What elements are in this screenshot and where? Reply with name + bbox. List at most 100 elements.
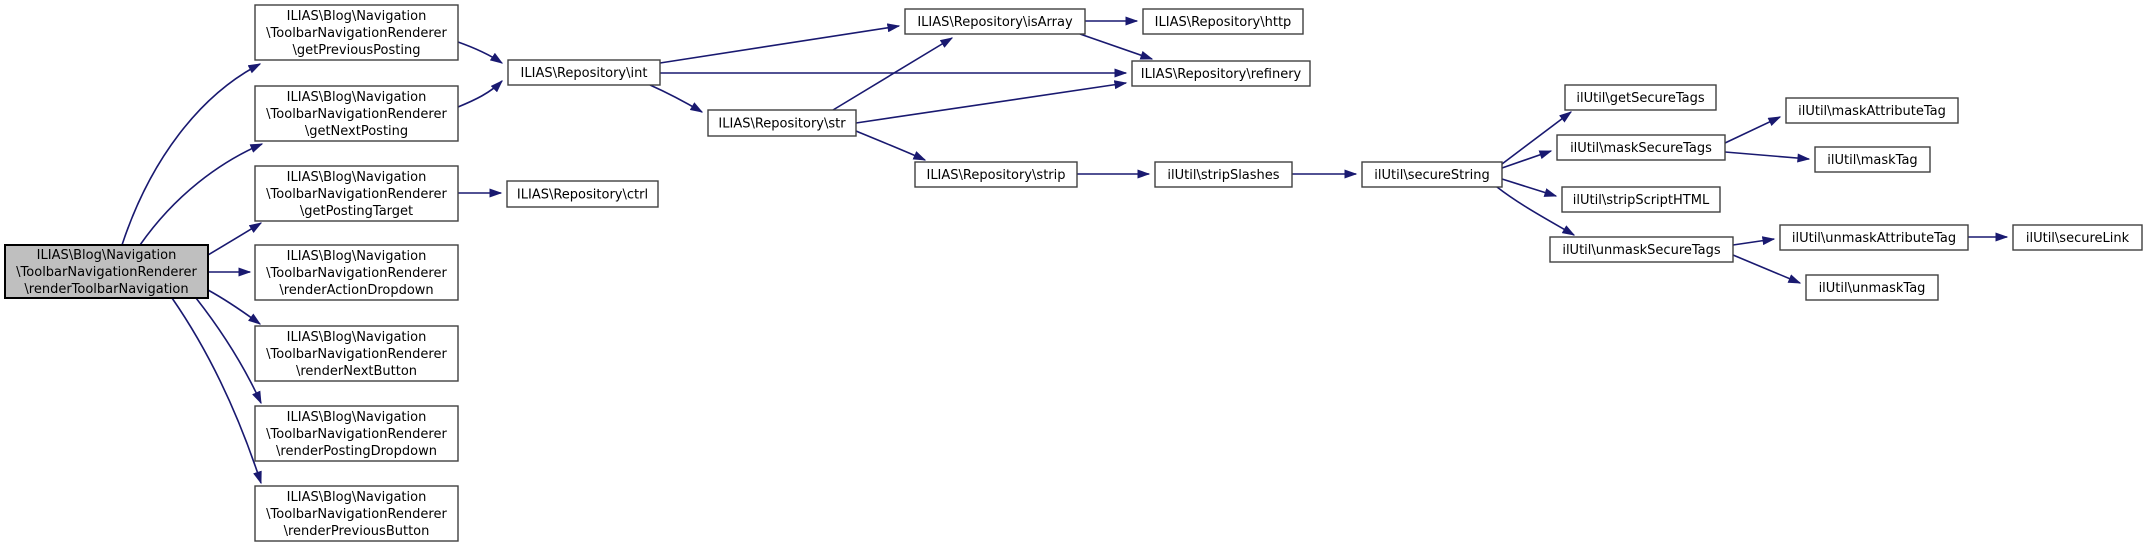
graph-node-repository-int[interactable]: ILIAS\Repository\int (507, 59, 661, 86)
graph-edge-render-toolbar-navigation-to-render-next-button (207, 289, 262, 325)
graph-node-ilutil-mask-tag[interactable]: ilUtil\maskTag (1814, 146, 1931, 173)
graph-edge-ilutil-unmask-secure-tags-to-ilutil-unmask-attribute-tag (1732, 236, 1776, 246)
graph-node-box-ilutil-mask-secure-tags[interactable] (1556, 134, 1726, 161)
graph-node-label-render-previous-button[interactable]: ILIAS\Blog\Navigation\ToolbarNavigationR… (266, 490, 447, 539)
graph-node-label-repository-str[interactable]: ILIAS\Repository\str (718, 117, 846, 132)
graph-node-repository-ctrl[interactable]: ILIAS\Repository\ctrl (506, 180, 659, 208)
graph-node-get-next-posting[interactable]: ILIAS\Blog\Navigation\ToolbarNavigationR… (254, 85, 459, 142)
graph-node-ilutil-unmask-tag[interactable]: ilUtil\unmaskTag (1805, 274, 1939, 301)
graph-node-box-repository-is-array[interactable] (904, 8, 1086, 35)
graph-node-box-get-previous-posting[interactable] (254, 4, 459, 61)
graph-edge-repository-str-to-repository-is-array (832, 37, 954, 111)
graph-node-render-action-dropdown[interactable]: ILIAS\Blog\Navigation\ToolbarNavigationR… (254, 244, 459, 301)
graph-node-ilutil-strip-slashes[interactable]: ilUtil\stripSlashes (1154, 161, 1293, 188)
graph-edge-get-next-posting-to-repository-int (457, 80, 503, 108)
graph-node-label-render-action-dropdown[interactable]: ILIAS\Blog\Navigation\ToolbarNavigationR… (266, 249, 447, 298)
graph-node-render-previous-button[interactable]: ILIAS\Blog\Navigation\ToolbarNavigationR… (254, 485, 459, 542)
graph-edge-render-toolbar-navigation-to-get-posting-target (207, 222, 263, 256)
graph-node-box-ilutil-mask-tag[interactable] (1814, 146, 1931, 173)
graph-node-label-repository-ctrl[interactable]: ILIAS\Repository\ctrl (517, 188, 648, 203)
graph-node-ilutil-unmask-attribute-tag[interactable]: ilUtil\unmaskAttributeTag (1779, 224, 1969, 251)
graph-node-box-render-next-button[interactable] (254, 325, 459, 382)
graph-node-box-repository-int[interactable] (507, 59, 661, 86)
graph-node-box-ilutil-strip-slashes[interactable] (1154, 161, 1293, 188)
graph-node-label-render-toolbar-navigation: ILIAS\Blog\Navigation\ToolbarNavigationR… (16, 248, 197, 297)
graph-node-box-ilutil-strip-script-html[interactable] (1561, 186, 1721, 213)
graph-node-label-ilutil-secure-link[interactable]: ilUtil\secureLink (2026, 231, 2130, 246)
graph-node-ilutil-strip-script-html[interactable]: ilUtil\stripScriptHTML (1561, 186, 1721, 213)
graph-node-box-render-action-dropdown[interactable] (254, 244, 459, 301)
graph-node-label-ilutil-mask-tag[interactable]: ilUtil\maskTag (1827, 153, 1917, 168)
graph-edge-repository-str-to-repository-refinery (855, 80, 1128, 124)
graph-node-label-repository-refinery[interactable]: ILIAS\Repository\refinery (1141, 67, 1302, 82)
graph-node-label-ilutil-strip-script-html[interactable]: ilUtil\stripScriptHTML (1573, 193, 1710, 208)
graph-node-ilutil-mask-attribute-tag[interactable]: ilUtil\maskAttributeTag (1785, 97, 1959, 124)
graph-node-box-ilutil-secure-link[interactable] (2012, 224, 2143, 251)
graph-node-label-ilutil-secure-string[interactable]: ilUtil\secureString (1374, 168, 1489, 183)
graph-edge-repository-is-array-to-repository-refinery (1079, 33, 1154, 60)
graph-node-box-render-toolbar-navigation (4, 244, 209, 299)
graph-node-ilutil-secure-string[interactable]: ilUtil\secureString (1361, 161, 1503, 188)
graph-edge-render-toolbar-navigation-to-render-posting-dropdown (195, 297, 262, 405)
graph-edge-render-toolbar-navigation-to-get-next-posting (139, 143, 264, 246)
graph-node-box-ilutil-secure-string[interactable] (1361, 161, 1503, 188)
graph-edge-ilutil-mask-secure-tags-to-ilutil-mask-attribute-tag (1724, 116, 1782, 144)
graph-edge-get-previous-posting-to-repository-int (457, 41, 504, 64)
graph-node-label-ilutil-mask-secure-tags[interactable]: ilUtil\maskSecureTags (1570, 141, 1712, 156)
graph-edge-ilutil-unmask-secure-tags-to-ilutil-unmask-tag (1732, 254, 1802, 284)
graph-edge-render-toolbar-navigation-to-render-previous-button (171, 297, 262, 485)
graph-node-box-repository-http[interactable] (1142, 8, 1304, 35)
graph-edge-ilutil-secure-string-to-ilutil-get-secure-tags (1501, 111, 1573, 165)
graph-edge-ilutil-mask-secure-tags-to-ilutil-mask-tag (1724, 151, 1811, 163)
graph-node-repository-http[interactable]: ILIAS\Repository\http (1142, 8, 1304, 35)
graph-node-repository-str[interactable]: ILIAS\Repository\str (707, 109, 857, 137)
graph-node-label-repository-int[interactable]: ILIAS\Repository\int (521, 66, 648, 81)
graph-node-box-ilutil-unmask-secure-tags[interactable] (1549, 236, 1734, 263)
graph-node-box-render-posting-dropdown[interactable] (254, 405, 459, 462)
graph-node-box-repository-refinery[interactable] (1131, 60, 1311, 87)
graph-node-label-ilutil-mask-attribute-tag[interactable]: ilUtil\maskAttributeTag (1798, 104, 1946, 119)
graph-edge-ilutil-secure-string-to-ilutil-strip-script-html (1501, 178, 1558, 197)
graph-node-label-ilutil-unmask-attribute-tag[interactable]: ilUtil\unmaskAttributeTag (1792, 231, 1956, 246)
graph-node-label-get-previous-posting[interactable]: ILIAS\Blog\Navigation\ToolbarNavigationR… (266, 9, 447, 58)
graph-node-render-posting-dropdown[interactable]: ILIAS\Blog\Navigation\ToolbarNavigationR… (254, 405, 459, 462)
graph-edge-repository-int-to-repository-str (649, 84, 704, 113)
graph-node-box-get-next-posting[interactable] (254, 85, 459, 142)
graph-node-repository-strip[interactable]: ILIAS\Repository\strip (914, 161, 1078, 188)
graph-edge-ilutil-secure-string-to-ilutil-mask-secure-tags (1501, 150, 1553, 169)
graph-node-box-ilutil-mask-attribute-tag[interactable] (1785, 97, 1959, 124)
graph-edge-ilutil-secure-string-to-ilutil-unmask-secure-tags (1496, 186, 1576, 236)
graph-node-label-repository-is-array[interactable]: ILIAS\Repository\isArray (917, 15, 1073, 30)
graph-node-ilutil-get-secure-tags[interactable]: ilUtil\getSecureTags (1564, 84, 1717, 111)
graph-node-label-repository-http[interactable]: ILIAS\Repository\http (1155, 15, 1292, 30)
graph-node-label-ilutil-strip-slashes[interactable]: ilUtil\stripSlashes (1167, 168, 1279, 183)
graph-node-label-get-posting-target[interactable]: ILIAS\Blog\Navigation\ToolbarNavigationR… (266, 170, 447, 219)
graph-edge-render-toolbar-navigation-to-get-previous-posting (121, 63, 262, 246)
graph-node-label-ilutil-get-secure-tags[interactable]: ilUtil\getSecureTags (1576, 91, 1704, 106)
graph-node-box-render-previous-button[interactable] (254, 485, 459, 542)
graph-node-repository-refinery[interactable]: ILIAS\Repository\refinery (1131, 60, 1311, 87)
graph-node-ilutil-mask-secure-tags[interactable]: ilUtil\maskSecureTags (1556, 134, 1726, 161)
graph-node-box-repository-ctrl[interactable] (506, 180, 659, 208)
graph-node-repository-is-array[interactable]: ILIAS\Repository\isArray (904, 8, 1086, 35)
graph-edge-repository-str-to-repository-strip (855, 130, 927, 161)
graph-node-render-next-button[interactable]: ILIAS\Blog\Navigation\ToolbarNavigationR… (254, 325, 459, 382)
graph-node-box-repository-str[interactable] (707, 109, 857, 137)
graph-node-get-previous-posting[interactable]: ILIAS\Blog\Navigation\ToolbarNavigationR… (254, 4, 459, 61)
graph-node-box-ilutil-unmask-tag[interactable] (1805, 274, 1939, 301)
graph-node-get-posting-target[interactable]: ILIAS\Blog\Navigation\ToolbarNavigationR… (254, 165, 459, 222)
graph-node-label-get-next-posting[interactable]: ILIAS\Blog\Navigation\ToolbarNavigationR… (266, 90, 447, 139)
graph-node-ilutil-unmask-secure-tags[interactable]: ilUtil\unmaskSecureTags (1549, 236, 1734, 263)
graph-node-label-repository-strip[interactable]: ILIAS\Repository\strip (926, 168, 1065, 183)
graph-node-label-render-posting-dropdown[interactable]: ILIAS\Blog\Navigation\ToolbarNavigationR… (266, 410, 447, 459)
graph-node-label-render-next-button[interactable]: ILIAS\Blog\Navigation\ToolbarNavigationR… (266, 330, 447, 379)
graph-node-ilutil-secure-link[interactable]: ilUtil\secureLink (2012, 224, 2143, 251)
graph-node-label-ilutil-unmask-tag[interactable]: ilUtil\unmaskTag (1819, 281, 1926, 296)
graph-node-label-ilutil-unmask-secure-tags[interactable]: ilUtil\unmaskSecureTags (1562, 243, 1721, 258)
graph-node-box-get-posting-target[interactable] (254, 165, 459, 222)
graph-node-box-repository-strip[interactable] (914, 161, 1078, 188)
graph-node-box-ilutil-unmask-attribute-tag[interactable] (1779, 224, 1969, 251)
graph-node-box-ilutil-get-secure-tags[interactable] (1564, 84, 1717, 111)
